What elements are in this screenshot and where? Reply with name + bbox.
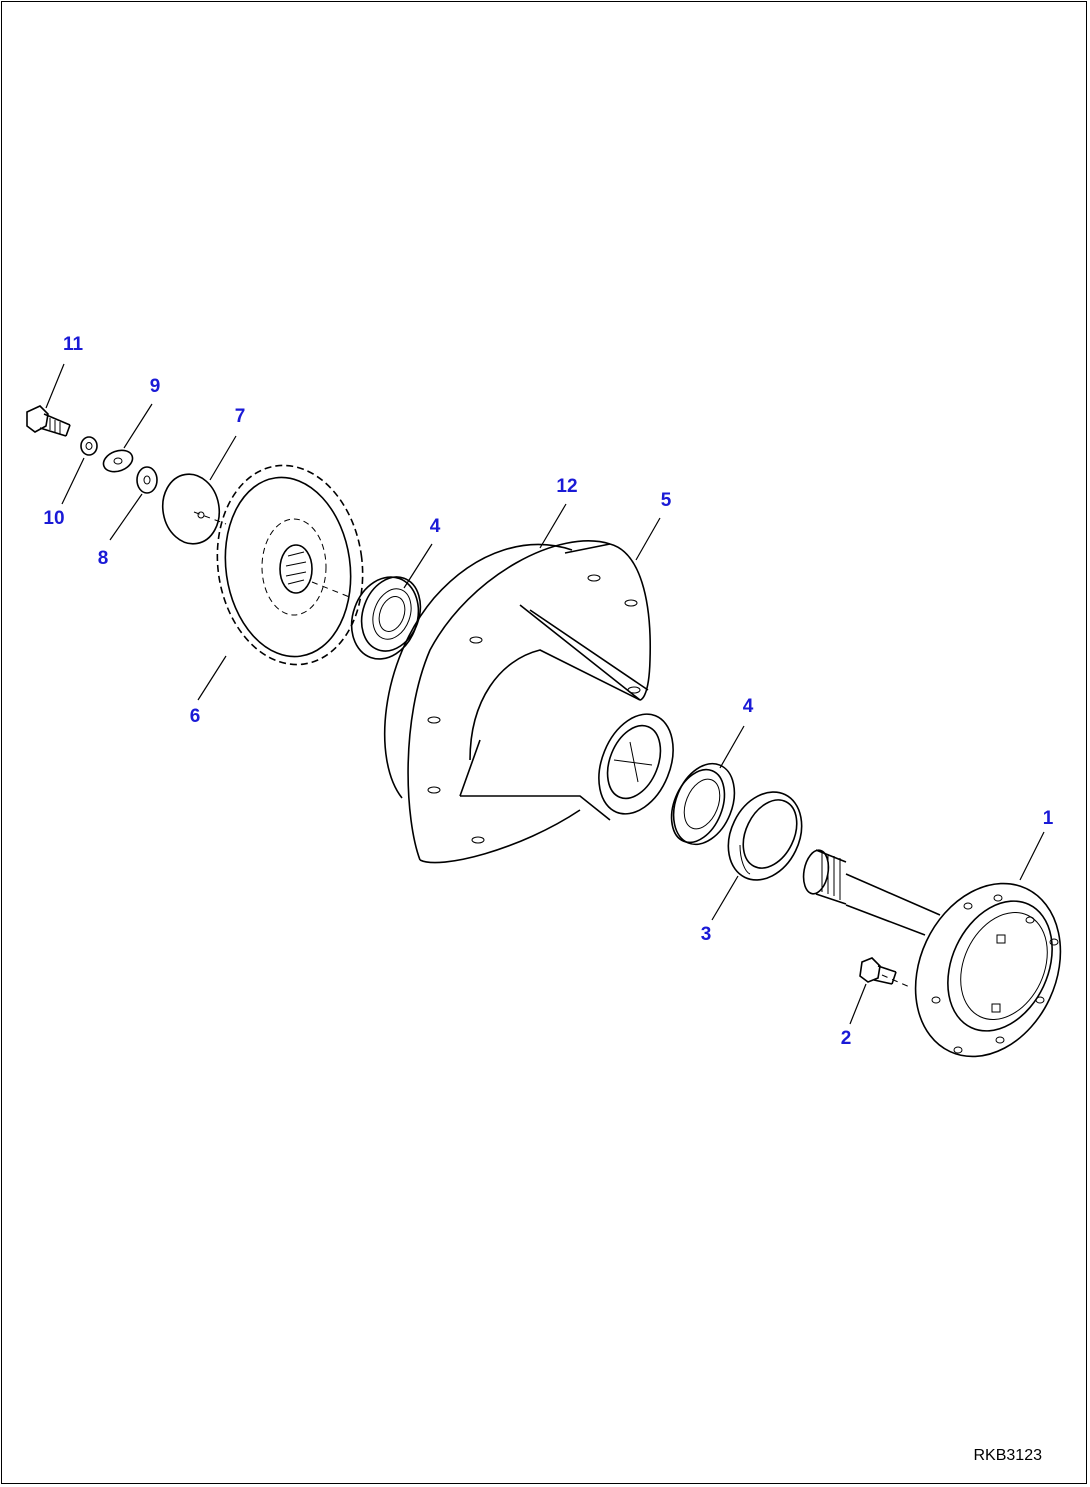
part-7-plate — [161, 473, 221, 545]
figure-code: RKB3123 — [974, 1447, 1043, 1464]
assembly-axis — [193, 511, 913, 989]
callout-5: 5 — [661, 490, 672, 511]
part-10-lock-washer — [80, 436, 98, 456]
part-4-bearing-right — [670, 762, 736, 846]
callout-3: 3 — [701, 924, 712, 945]
callout-11: 11 — [63, 334, 84, 355]
part-3-seal — [727, 791, 803, 881]
callout-1: 1 — [1043, 808, 1054, 829]
part-2-bolt — [859, 957, 897, 985]
part-1-axle-shaft — [802, 849, 1062, 1058]
part-11-bolt — [26, 405, 71, 437]
callout-10: 10 — [43, 508, 64, 529]
part-12-o-ring — [383, 543, 573, 799]
part-5-hub-housing — [407, 540, 674, 864]
part-8-washer — [136, 466, 158, 494]
part-4-bearing-left — [350, 576, 422, 660]
callout-8: 8 — [98, 548, 109, 569]
leader-lines — [45, 363, 1045, 1025]
callout-7: 7 — [235, 406, 246, 427]
callout-9: 9 — [150, 376, 161, 397]
callout-12: 12 — [556, 476, 577, 497]
callout-2: 2 — [841, 1028, 852, 1049]
part-6-sprocket — [216, 464, 364, 666]
callout-4-right: 4 — [743, 696, 754, 717]
part-9-washer — [102, 449, 134, 473]
callout-6: 6 — [190, 706, 201, 727]
callout-4-left: 4 — [430, 516, 441, 537]
